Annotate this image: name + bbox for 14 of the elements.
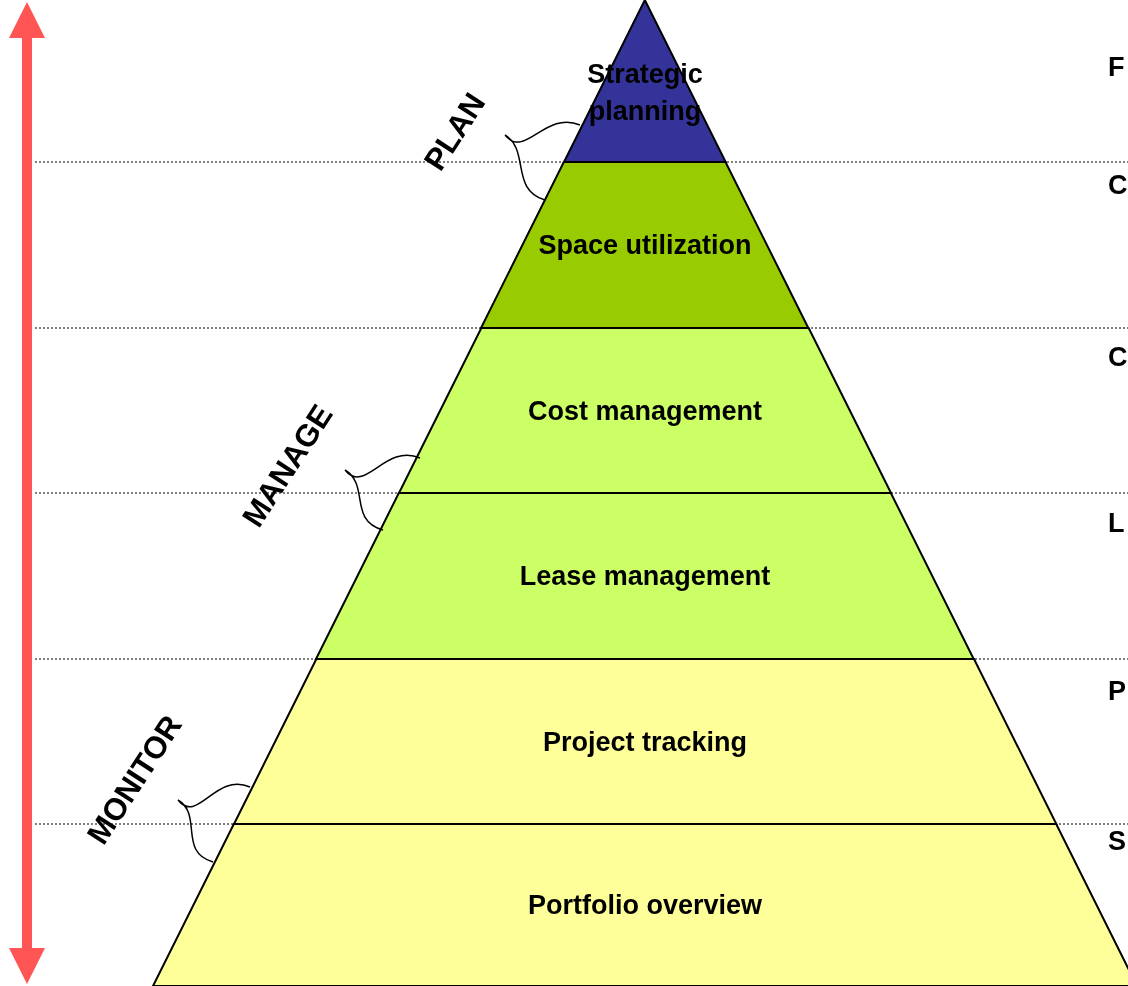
cut-off-text: L [1108,508,1125,539]
cut-off-text: F [1108,52,1125,83]
cut-off-text: C [1108,170,1128,201]
pyramid-layer [564,0,726,162]
cut-off-text: P [1108,676,1126,707]
pyramid-layer [233,659,1057,824]
pyramid-layer [399,328,891,493]
layer-label: Cost management [526,394,763,428]
layer-label: Project tracking [541,725,748,759]
layer-label: Space utilization [537,229,753,262]
cut-off-text: S [1108,826,1126,857]
layer-label: Lease management [518,560,772,593]
layer-label: Portfolio overview [526,889,763,922]
cut-off-text: C [1108,342,1128,373]
